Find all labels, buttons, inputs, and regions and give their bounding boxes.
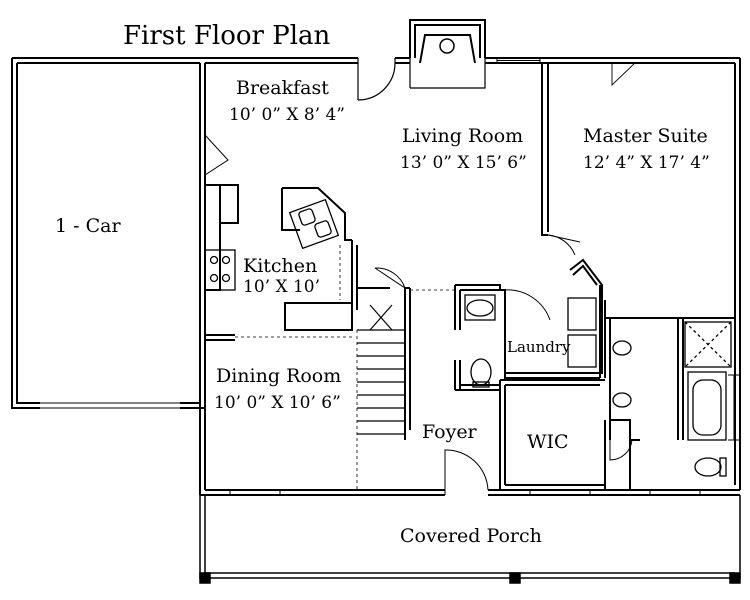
plan-title: First Floor Plan xyxy=(123,21,331,51)
exterior-walls xyxy=(11,57,741,496)
dining-room-label: Dining Room xyxy=(216,365,341,387)
covered-porch-label: Covered Porch xyxy=(400,525,542,547)
wic-label: WIC xyxy=(527,431,569,453)
breakfast-label: Breakfast xyxy=(236,77,329,99)
master-suite-dims: 12’ 4” X 17’ 4” xyxy=(583,153,710,173)
living-room-dims: 13’ 0” X 15’ 6” xyxy=(400,153,527,173)
foyer-label: Foyer xyxy=(422,421,478,443)
laundry-label: Laundry xyxy=(507,338,571,356)
fixtures xyxy=(204,198,732,477)
master-suite-label: Master Suite xyxy=(583,125,708,147)
breakfast-door xyxy=(357,58,396,101)
fireplace xyxy=(409,19,486,89)
kitchen-label: Kitchen xyxy=(243,255,317,277)
breakfast-dims: 10’ 0” X 8’ 4” xyxy=(229,105,345,125)
garage-label: 1 - Car xyxy=(55,215,121,237)
living-room-label: Living Room xyxy=(402,125,523,147)
stairs xyxy=(357,304,405,435)
interior-doors xyxy=(204,62,637,495)
kitchen-dims: 10’ X 10’ xyxy=(243,277,320,297)
dining-room-dims: 10’ 0” X 10’ 6” xyxy=(214,393,341,413)
garage-door xyxy=(40,402,180,409)
porch xyxy=(199,495,741,584)
windows xyxy=(229,58,740,495)
dashed-openings xyxy=(235,245,455,490)
